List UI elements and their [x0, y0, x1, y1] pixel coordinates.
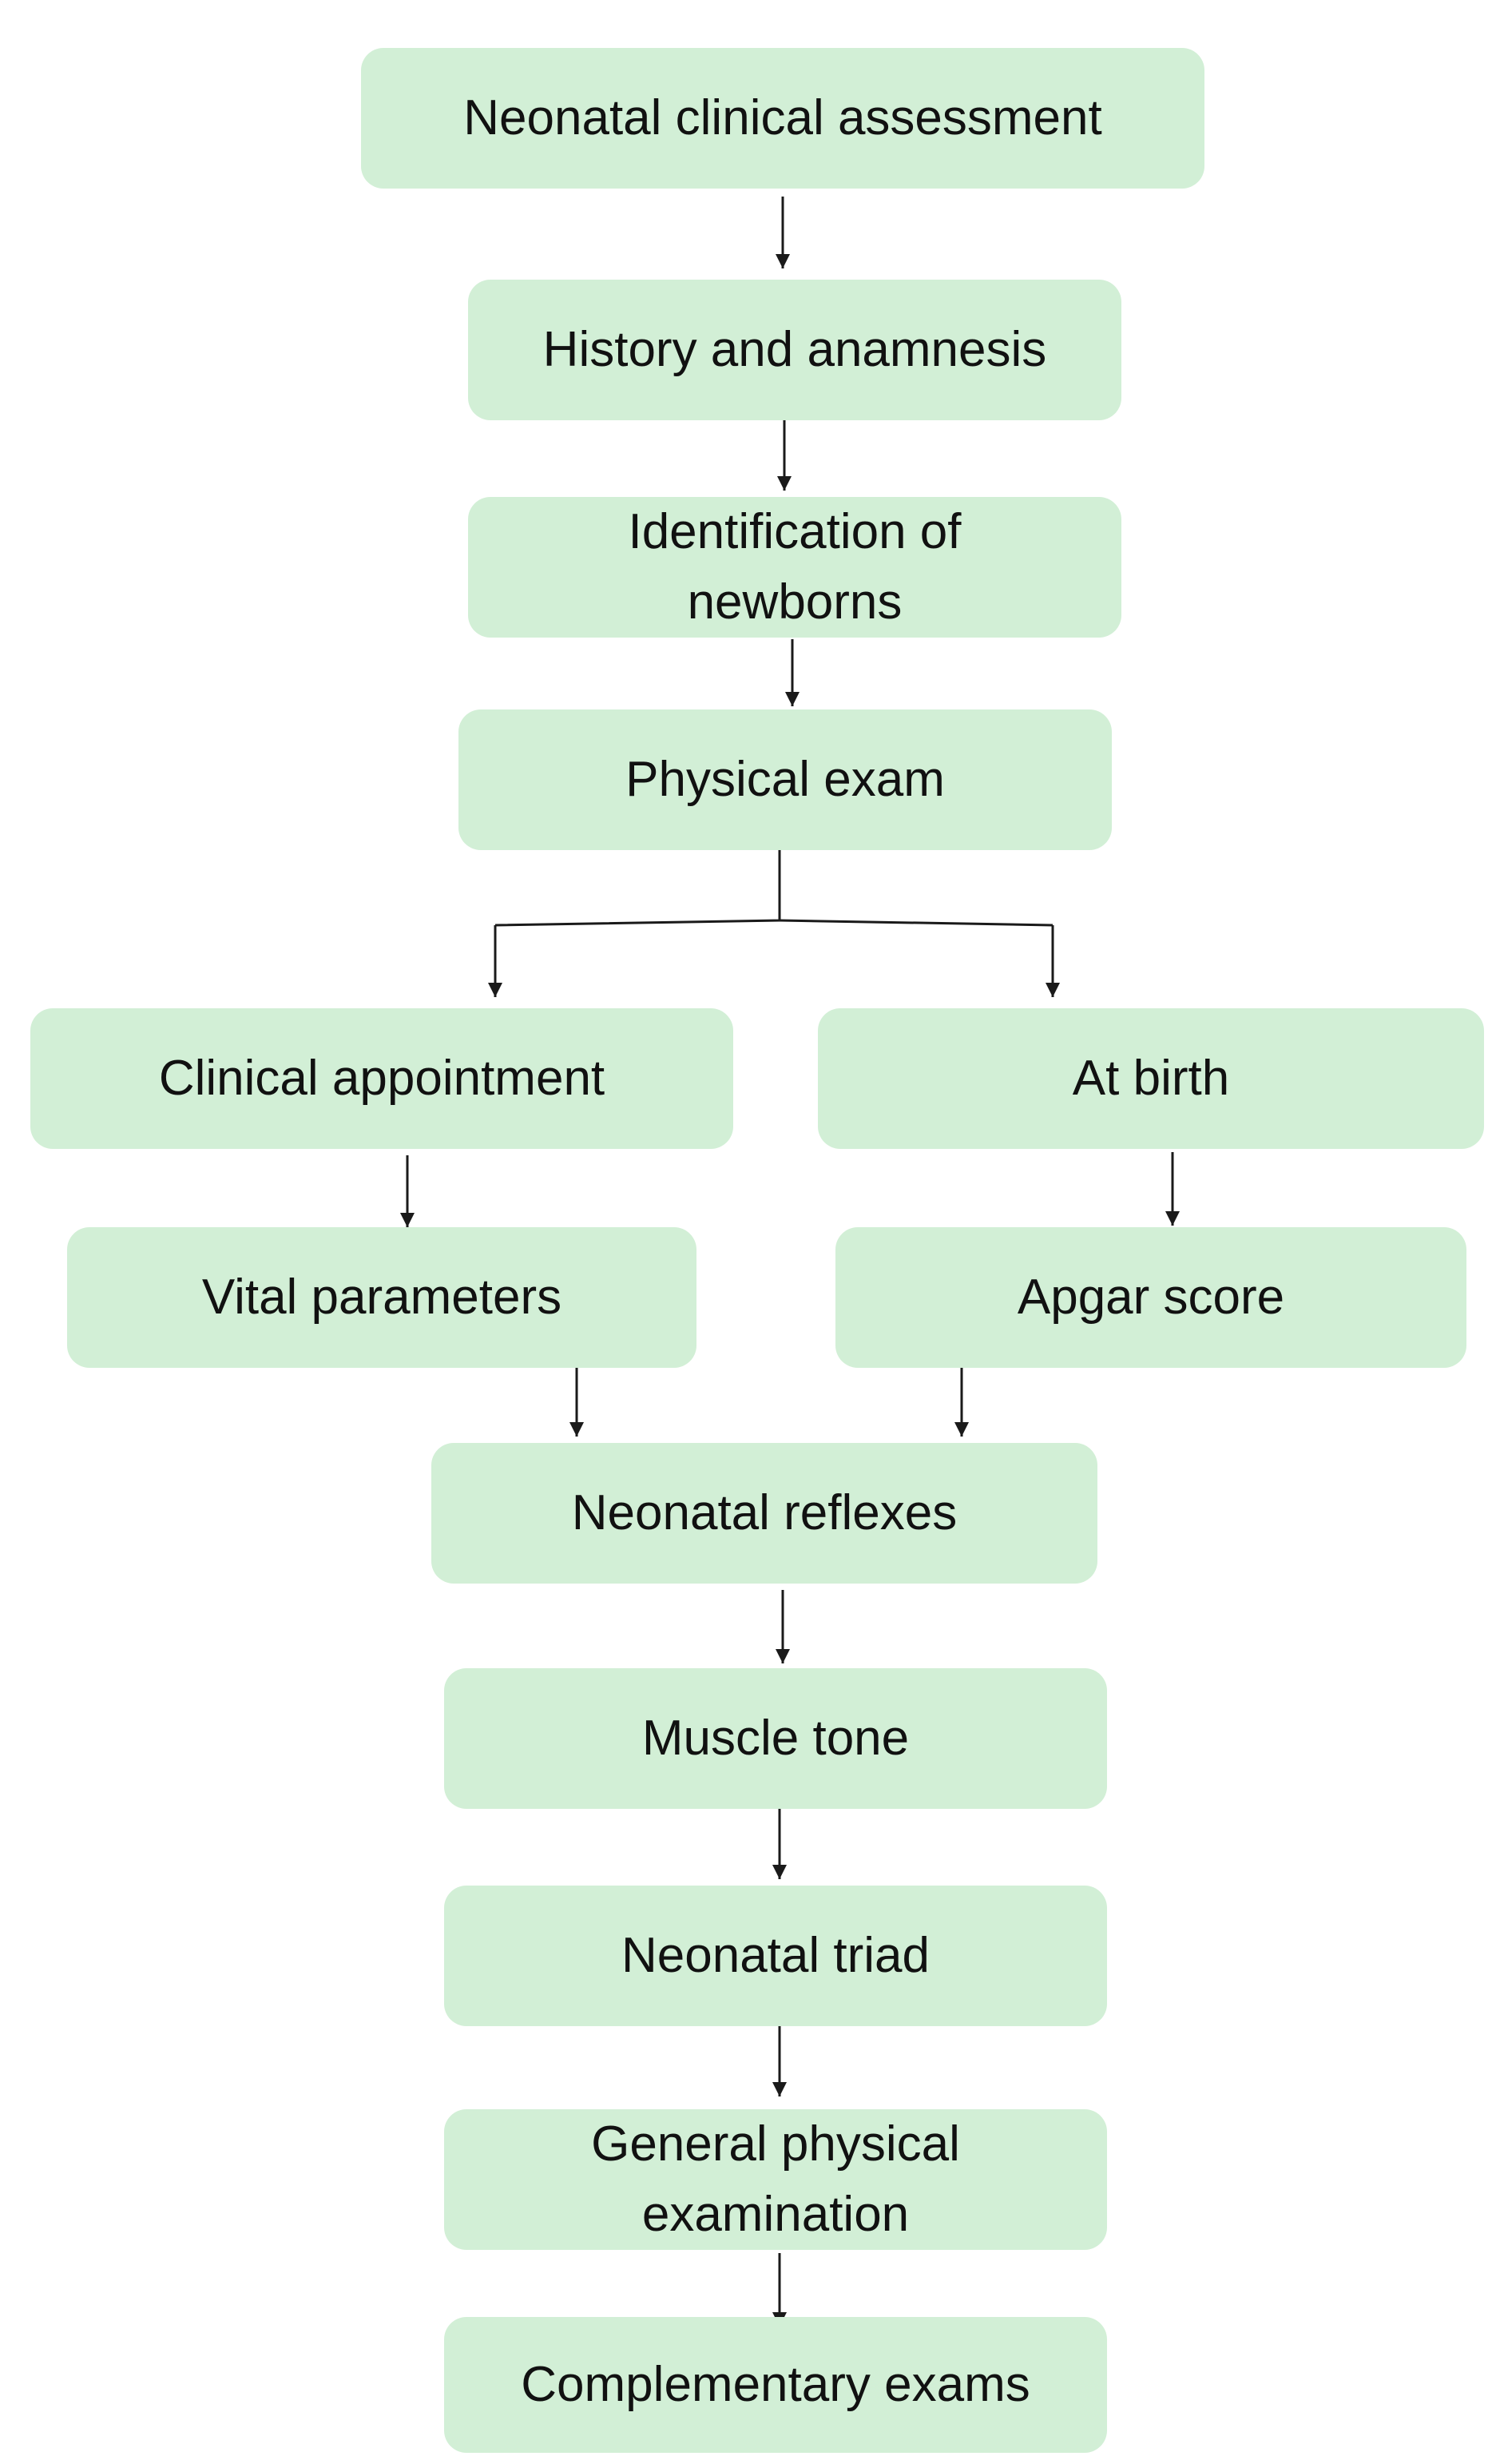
node-history-and-anamnesis: History and anamnesis	[468, 280, 1121, 420]
node-vital-parameters: Vital parameters	[67, 1227, 696, 1368]
node-neonatal-triad: Neonatal triad	[444, 1886, 1107, 2026]
node-clinical-appointment: Clinical appointment	[30, 1008, 733, 1149]
split-connector-right	[779, 919, 1054, 927]
node-neonatal-clinical-assessment: Neonatal clinical assessment	[361, 48, 1204, 189]
node-neonatal-reflexes: Neonatal reflexes	[431, 1443, 1097, 1584]
split-connector-physical-exam	[494, 848, 781, 927]
node-apgar-score: Apgar score	[835, 1227, 1466, 1368]
node-complementary-exams: Complementary exams	[444, 2317, 1107, 2453]
node-muscle-tone: Muscle tone	[444, 1668, 1107, 1809]
node-identification-of-newborns: Identification of newborns	[468, 497, 1121, 638]
node-at-birth: At birth	[818, 1008, 1484, 1149]
node-physical-exam: Physical exam	[458, 709, 1112, 850]
node-general-physical-examination: General physical examination	[444, 2109, 1107, 2250]
